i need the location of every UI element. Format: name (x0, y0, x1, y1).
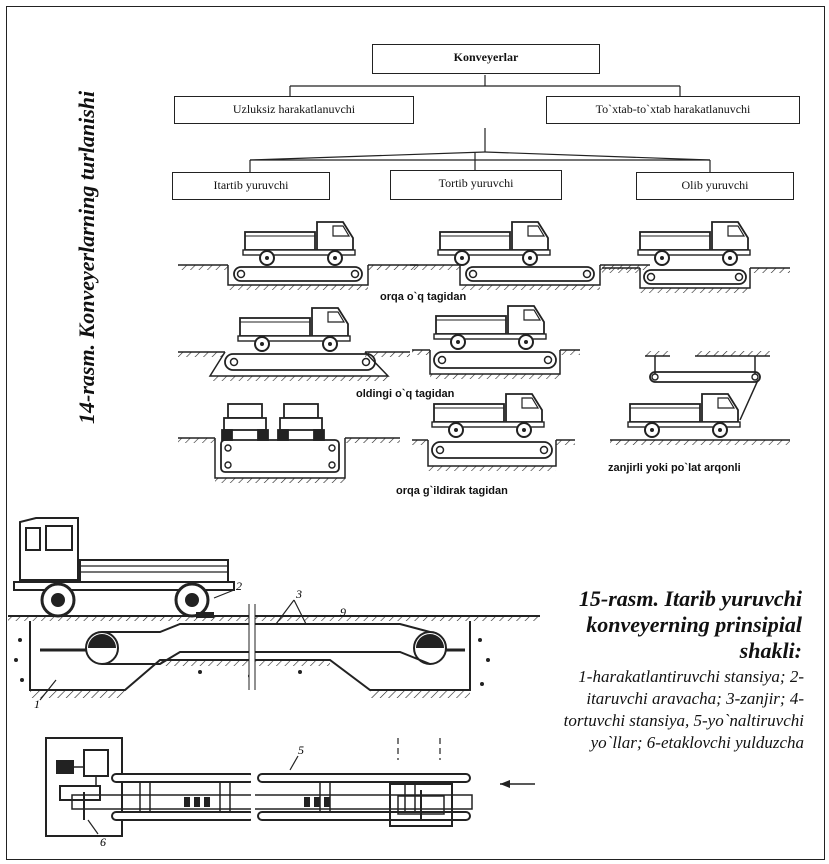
pushing-scene-1 (178, 222, 418, 290)
fig15-label-6: 6 (100, 835, 106, 849)
caption-front-axle: oldingi o`q tagidan (356, 388, 454, 400)
pulling-scene-2 (412, 306, 580, 379)
tree-node-pushing: Itartib yuruvchi (172, 172, 330, 200)
fig15-label-5: 5 (298, 743, 304, 757)
carrying-scene-2 (610, 351, 790, 445)
tree-node-continuous: Uzluksiz harakatlanuvchi (174, 96, 414, 124)
fig15-label-1: 1 (34, 697, 40, 711)
figure15-title: 15-rasm. Itarib yuruvchi konveyerning pr… (540, 586, 802, 664)
figure15-legend: 1-harakatlantiruvchi stansiya; 2-itaruvc… (542, 666, 804, 754)
tree-root-box: Konveyerlar (372, 44, 600, 74)
caption-chain-or-cable: zanjirli yoki po`lat arqonli (608, 462, 741, 474)
tree-node-carrying: Olib yuruvchi (636, 172, 794, 200)
fig15-label-9: 9 (340, 605, 346, 619)
fig15-label-2: 2 (236, 579, 242, 593)
carrying-scene-1 (602, 222, 790, 293)
pushing-scene-2 (178, 308, 410, 381)
fig15-plan-view (46, 738, 535, 836)
pulling-scene-3 (412, 394, 575, 471)
caption-rear-wheel: orqa g`ildirak tagidan (396, 485, 508, 497)
tree-node-intermittent: To`xtab-to`xtab harakatlanuvchi (546, 96, 800, 124)
fig15-side-view (8, 518, 540, 700)
tree-node-pulling: Tortib yuruvchi (390, 170, 562, 200)
caption-rear-axle: orqa o`q tagidan (380, 291, 466, 303)
fig15-label-3: 3 (295, 587, 302, 601)
pulling-scene-1 (410, 222, 650, 290)
pushing-scene-3 (178, 404, 400, 483)
